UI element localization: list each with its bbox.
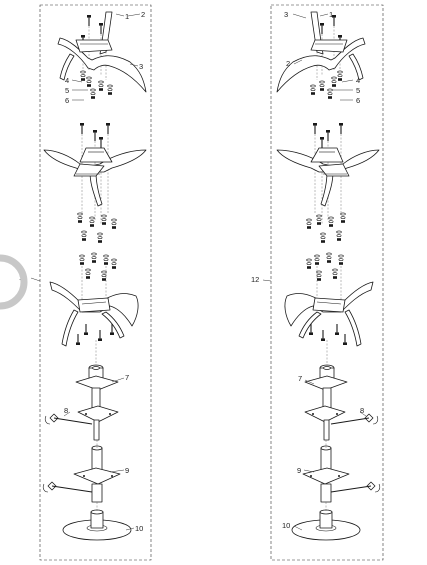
callout-5: 5 — [65, 86, 69, 95]
callout-6: 6 — [356, 96, 360, 105]
assembly-left-frame — [39, 4, 152, 561]
callout-10: 10 — [282, 521, 290, 530]
assembly-right: 1 2 3 4 5 6 7 8 9 10 12 — [251, 4, 384, 561]
callout-3: 3 — [284, 10, 288, 19]
callout-9: 9 — [297, 466, 301, 475]
callout-2: 2 — [286, 59, 290, 68]
callout-1: 1 — [125, 12, 129, 21]
callout-8: 8 — [64, 406, 68, 415]
assembly-right-frame — [270, 4, 384, 561]
callout-4: 4 — [65, 76, 69, 85]
assembly-number: 12 — [251, 275, 259, 284]
callout-8: 8 — [360, 406, 364, 415]
callout-1: 1 — [329, 10, 333, 19]
callout-7: 7 — [125, 373, 129, 382]
callout-3: 3 — [139, 62, 143, 71]
partial-circle-tab-icon — [0, 254, 28, 310]
callout-7: 7 — [298, 374, 302, 383]
callout-2: 2 — [141, 10, 145, 19]
callout-6: 6 — [65, 96, 69, 105]
callout-4: 4 — [356, 76, 360, 85]
callout-5: 5 — [356, 86, 360, 95]
callout-10: 10 — [135, 524, 143, 533]
assembly-left: 1 2 3 4 5 6 7 8 9 10 11 — [19, 4, 152, 561]
callout-9: 9 — [125, 466, 129, 475]
